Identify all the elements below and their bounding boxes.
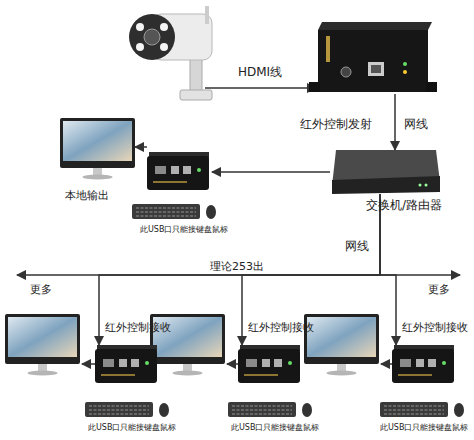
device-node: 红外控制接收此USB口只能接键盘鼠标 [238,345,300,383]
device-label: 红外控制接收 [402,322,468,334]
device-label: 此USB口只能接键盘鼠标 [380,424,468,433]
note-label: HDMI线 [238,66,282,79]
device-node: 交换机/路由器 [330,150,440,194]
device-node: 红外控制接收此USB口只能接键盘鼠标 [95,345,157,383]
switch [332,150,440,194]
cable-connector [135,146,147,148]
device-label: 交换机/路由器 [366,199,442,212]
device-label: 红外控制接收 [105,322,171,334]
device-node: 本地输出 [60,118,135,176]
device-node: 此USB口只能接键盘鼠标 [147,152,212,192]
device-label: 此USB口只能接键盘鼠标 [231,424,319,433]
device-label: 此USB口只能接键盘鼠标 [140,226,228,235]
transmitter [309,22,437,92]
note-label: 理论253出 [210,261,264,273]
cable-connector [380,194,396,345]
device-label: 本地输出 [65,190,109,202]
device-node: 红外控制发射 [318,22,428,94]
cable-label: 网线 [404,118,428,131]
cable-connector [99,194,380,345]
device-label: 红外控制接收 [248,322,314,334]
cable-label: 网线 [345,240,369,253]
device-label: 此USB口只能接键盘鼠标 [88,424,176,433]
cable-connector [212,171,330,173]
note-label: 更多 [428,284,450,296]
cable-connector [394,94,396,150]
device-label: 红外控制发射 [300,118,372,131]
camera [129,6,212,100]
device-node: 红外控制接收此USB口只能接键盘鼠标 [392,345,454,383]
note-label: 更多 [30,284,52,296]
